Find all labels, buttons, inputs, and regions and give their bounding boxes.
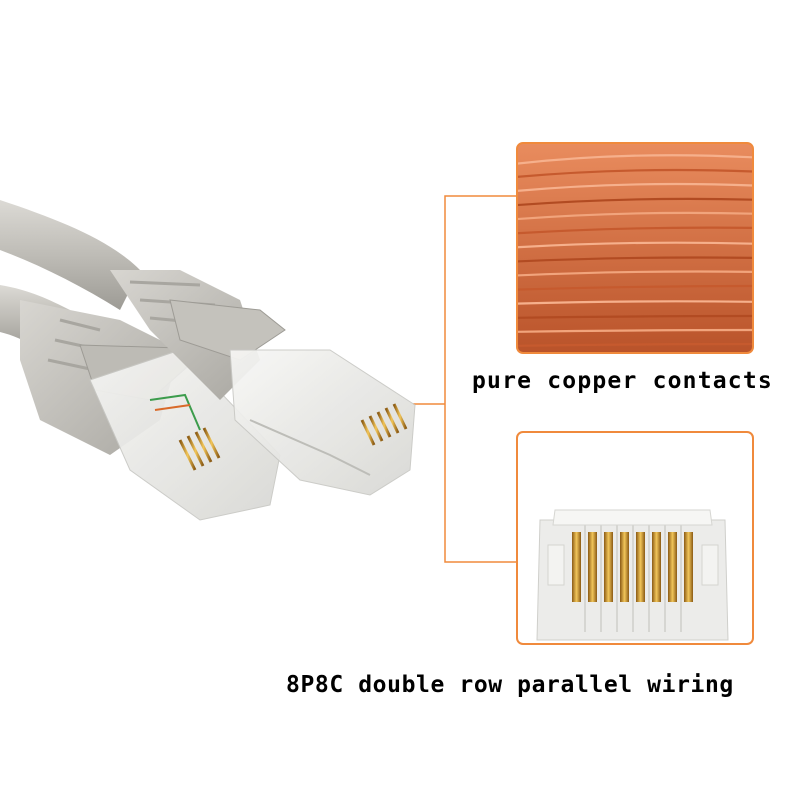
- copper-wire-detail: [516, 142, 754, 354]
- cable-connector-right: [0, 200, 416, 496]
- caption-pure-copper-contacts: pure copper contacts: [472, 368, 773, 394]
- callout-bracket: [413, 195, 517, 563]
- gold-contacts-detail: [516, 431, 754, 645]
- caption-8p8c-wiring: 8P8C double row parallel wiring: [286, 672, 734, 698]
